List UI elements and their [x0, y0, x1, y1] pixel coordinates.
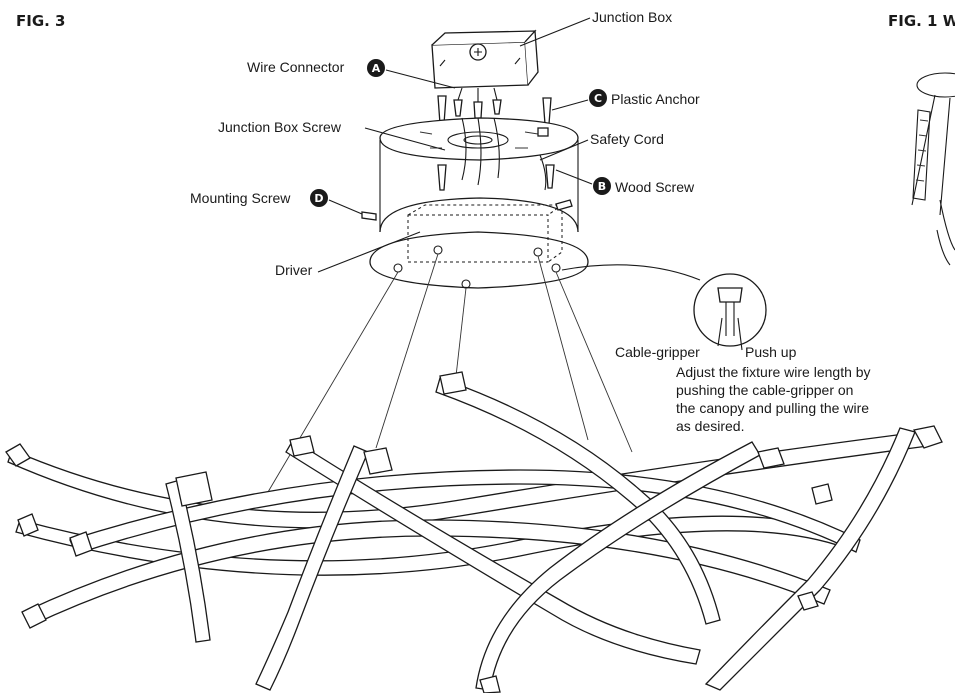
plastic-anchor-leader: [551, 99, 589, 111]
arm-end-caps: [5, 371, 943, 693]
supply-wires: [461, 117, 500, 186]
badge-c: [589, 89, 607, 107]
junction-box-screw-leader: [364, 127, 446, 151]
safety-cord-leader: [539, 139, 589, 161]
wire-connectors: [453, 87, 502, 119]
badge-a-text: A: [372, 62, 381, 75]
badge-d-text: D: [314, 192, 323, 205]
fig3-title: FIG. 3: [16, 12, 66, 30]
canopy: [369, 140, 589, 289]
badge-b-text: B: [598, 180, 606, 193]
badge-a: [367, 59, 385, 77]
driver-leader: [317, 231, 421, 273]
wood-screw-leader: [555, 169, 593, 185]
instruction-line-1: Adjust the fixture wire length by: [676, 364, 871, 380]
junction-box-leader: [519, 17, 591, 47]
mounting-screw-label: Mounting Screw: [190, 190, 291, 206]
cable-gripper-label: Cable-gripper: [615, 344, 700, 360]
suspension-cables: [267, 253, 633, 493]
push-up-label: Push up: [745, 344, 797, 360]
junction-box-screw-label: Junction Box Screw: [218, 119, 342, 135]
driver-label: Driver: [275, 262, 313, 278]
wire-connector-label: Wire Connector: [247, 59, 345, 75]
junction-box: [431, 29, 539, 89]
badge-c-text: C: [594, 92, 602, 105]
instruction-line-2: pushing the cable-gripper on: [676, 382, 853, 398]
instruction-line-3: the canopy and pulling the wire: [676, 400, 869, 416]
fig1-partial-drawing: [911, 72, 955, 266]
junction-box-label: Junction Box: [592, 9, 672, 25]
safety-cord: [539, 154, 547, 191]
mounting-screw: [361, 199, 573, 221]
safety-cord-label: Safety Cord: [590, 131, 664, 147]
light-fixture-arms: [7, 377, 930, 691]
wire-connector-leader: [385, 69, 456, 89]
instruction-line-4: as desired.: [676, 418, 744, 434]
wood-screws: [437, 164, 555, 191]
fig1-title: FIG. 1 W: [888, 12, 955, 30]
plastic-anchor-label: Plastic Anchor: [611, 91, 700, 107]
badge-d: [310, 189, 328, 207]
mounting-screw-leader: [328, 199, 363, 215]
badge-b: [593, 177, 611, 195]
cable-gripper-detail: [561, 264, 767, 351]
mounting-bracket: [379, 117, 579, 161]
wood-screw-label: Wood Screw: [615, 179, 695, 195]
